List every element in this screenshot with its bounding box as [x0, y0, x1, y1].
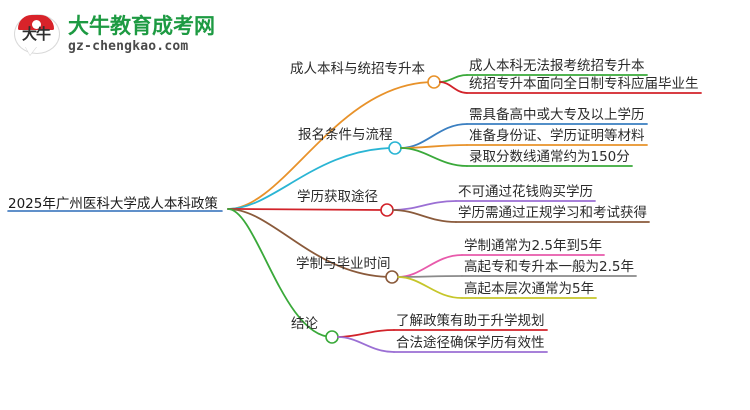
mindmap-leaf-label[interactable]: 了解政策有助于升学规划: [396, 313, 545, 329]
mindmap-node-circle[interactable]: [427, 75, 441, 89]
mindmap-branch-label-5[interactable]: 结论: [291, 316, 318, 332]
logo-text-block: 大牛教育成考网 gz-chengkao.com: [68, 13, 215, 54]
logo-red-cap: [18, 15, 54, 30]
mindmap-node-circle[interactable]: [380, 203, 394, 217]
mindmap-branch-label-2[interactable]: 报名条件与流程: [298, 127, 393, 143]
mindmap-connector: [337, 336, 395, 353]
mindmap-branch-label-4[interactable]: 学制与毕业时间: [296, 256, 391, 272]
logo-speech-bubble-icon: 大牛: [14, 12, 60, 56]
mindmap-connector: [227, 208, 388, 211]
mindmap-leaf-label[interactable]: 需具备高中或大专及以上学历: [469, 107, 645, 123]
mindmap-node-circle[interactable]: [325, 330, 339, 344]
mindmap-leaf-label[interactable]: 高起本层次通常为5年: [464, 281, 595, 297]
logo-title: 大牛教育成考网: [68, 13, 215, 38]
mindmap-connector: [392, 200, 457, 211]
mindmap-connector: [227, 147, 396, 210]
logo-mark-text: 大牛: [21, 25, 51, 43]
mindmap-node-circle[interactable]: [385, 270, 399, 284]
mindmap-node-circle[interactable]: [388, 141, 402, 155]
mindmap-branch-label-3[interactable]: 学历获取途径: [297, 189, 378, 205]
mindmap-connector: [227, 208, 393, 278]
logo-subtitle-url: gz-chengkao.com: [68, 38, 189, 54]
mindmap-connector: [392, 209, 457, 223]
mindmap-leaf-label[interactable]: 成人本科无法报考统招专升本: [469, 58, 645, 74]
mindmap-branch-label-1[interactable]: 成人本科与统招专升本: [290, 61, 425, 77]
mindmap-connector: [337, 329, 395, 338]
mindmap-leaf-label[interactable]: 合法途径确保学历有效性: [396, 335, 545, 351]
mindmap-connector: [439, 81, 468, 94]
mindmap-leaf-label[interactable]: 学历需通过正规学习和考试获得: [458, 205, 647, 221]
mindmap-connector: [400, 147, 468, 167]
mindmap-connector: [439, 74, 468, 83]
mindmap-leaf-label[interactable]: 不可通过花钱购买学历: [458, 184, 593, 200]
mindmap-connector: [397, 275, 463, 278]
site-logo: 大牛 大牛教育成考网 gz-chengkao.com: [14, 10, 229, 58]
mindmap-connector: [397, 254, 463, 278]
mindmap-leaf-label[interactable]: 学制通常为2.5年到5年: [464, 238, 603, 254]
mindmap-connector: [397, 276, 463, 299]
mindmap-root-label[interactable]: 2025年广州医科大学成人本科政策: [8, 196, 218, 212]
mindmap-leaf-label[interactable]: 统招专升本面向全日制专科应届毕业生: [469, 76, 699, 92]
mindmap-leaf-label[interactable]: 高起专和专升本一般为2.5年: [464, 259, 634, 275]
mindmap-connector: [227, 208, 333, 338]
mindmap-connector: [227, 81, 435, 210]
logo-bubble-tail: [25, 46, 37, 55]
mindmap-leaf-label[interactable]: 准备身份证、学历证明等材料: [469, 128, 645, 144]
mindmap-leaf-label[interactable]: 录取分数线通常约为150分: [469, 149, 630, 165]
